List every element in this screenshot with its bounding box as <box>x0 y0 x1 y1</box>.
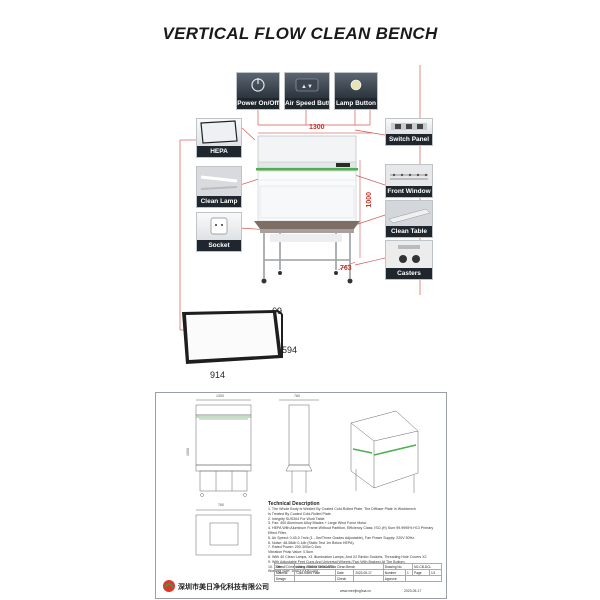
width-dimension: 1300 <box>309 124 325 131</box>
tb-cell <box>404 575 443 582</box>
socket-label: Socket <box>197 240 241 251</box>
hepa-label: HEPA <box>197 146 241 157</box>
filter-depth-dimension: 69 <box>272 306 283 316</box>
clean-table-card: Clean Table <box>385 200 433 238</box>
clean-table-image <box>386 201 432 226</box>
plan-depth-dim: 760 <box>218 503 224 507</box>
tech-line: 9. With Adjustable Feet Cups And Univers… <box>268 559 406 564</box>
tech-line: 4. HEPA With Aluminum Frame Without Part… <box>268 526 434 535</box>
page-title: VERTICAL FLOW CLEAN BENCH <box>162 24 438 43</box>
technical-drawing-views <box>195 399 419 556</box>
front-width-dim: 1300 <box>216 394 224 398</box>
tech-line: Vibration Peak Value: 0.5um <box>268 550 314 555</box>
clean-lamp-card: Clean Lamp <box>196 166 242 208</box>
filter-height-dimension: 594 <box>282 345 298 355</box>
tb-cell: Approve <box>382 575 406 582</box>
power-label: Power On/Off <box>237 98 279 109</box>
air-speed-card: ▲▼ Air Speed Button <box>284 72 330 110</box>
height-dimension: 1000 <box>366 192 373 208</box>
filter-width-dimension: 914 <box>210 370 226 380</box>
air-speed-label: Air Speed Button <box>285 98 330 109</box>
company-website: www.meirijinghua.cn <box>340 589 371 593</box>
tech-line: 3. Fan: 400 Aluminum Alloy Blades + Larg… <box>268 521 368 526</box>
tech-line: 6. Noise: 48-58db 0.1db (Static Test 1m … <box>268 540 355 545</box>
tech-line: 2. Integrity SUS304 For Work Table. <box>268 516 326 521</box>
drawing-date: 2023-05-17 <box>404 589 422 593</box>
front-window-label: Front Window <box>386 186 432 197</box>
clean-lamp-image <box>197 167 241 196</box>
tech-line: 1. The Whole Body Is Welded By Coated Co… <box>268 507 416 511</box>
clean-bench-illustration <box>254 135 360 284</box>
company-name: 深圳市美日净化科技有限公司 <box>178 583 269 591</box>
company-logo-icon <box>163 580 175 592</box>
casters-label: Casters <box>386 268 432 279</box>
tb-cell: Design <box>273 575 296 582</box>
front-height-dim: 1000 <box>186 448 190 456</box>
power-icon <box>237 73 279 98</box>
casters-image <box>386 241 432 268</box>
depth-dimension: 763 <box>340 265 352 272</box>
title-block: Title Lifting Window Vertical Flow Clean… <box>273 563 443 582</box>
power-switch-card: Power On/Off <box>236 72 280 110</box>
front-window-image <box>386 165 432 186</box>
fan-speed-icon: ▲▼ <box>285 73 329 98</box>
tb-cell <box>353 575 384 582</box>
switch-panel-label: Switch Panel <box>386 134 432 145</box>
tech-line: 8. With 40 Clean Lamps, X1 Illumination … <box>268 554 427 559</box>
lamp-icon <box>335 73 377 98</box>
tb-cell <box>294 575 336 582</box>
svg-text:▲▼: ▲▼ <box>301 84 313 90</box>
switch-panel-card: Switch Panel <box>385 118 433 146</box>
socket-card: Socket <box>196 212 242 252</box>
clean-table-label: Clean Table <box>386 226 432 237</box>
tb-cell: Check <box>334 575 355 582</box>
lamp-button-card: Lamp Button <box>334 72 378 110</box>
lamp-button-label: Lamp Button <box>335 98 377 109</box>
tech-title: Technical Description <box>268 501 320 507</box>
switch-panel-image <box>386 119 432 134</box>
side-depth-dim: 760 <box>294 394 300 398</box>
hepa-image <box>197 119 241 146</box>
hepa-card: HEPA <box>196 118 242 158</box>
tech-line: 7. Rated Power: 200-300w 0.1kw <box>268 545 321 550</box>
casters-card: Casters <box>385 240 433 280</box>
hepa-filter-drawing <box>182 309 283 364</box>
socket-image <box>197 213 241 240</box>
tech-line: 5. Air Speed: 0.45-0.7m/s (1 - 5m/Three … <box>268 535 416 540</box>
front-window-card: Front Window <box>385 164 433 198</box>
tech-line: Is Treated By Coated Cold-Rolled Plate. <box>268 511 332 516</box>
clean-lamp-label: Clean Lamp <box>197 196 241 207</box>
technical-drawing-sheet: 1300 760 1000 760 Technical Description … <box>155 392 447 599</box>
